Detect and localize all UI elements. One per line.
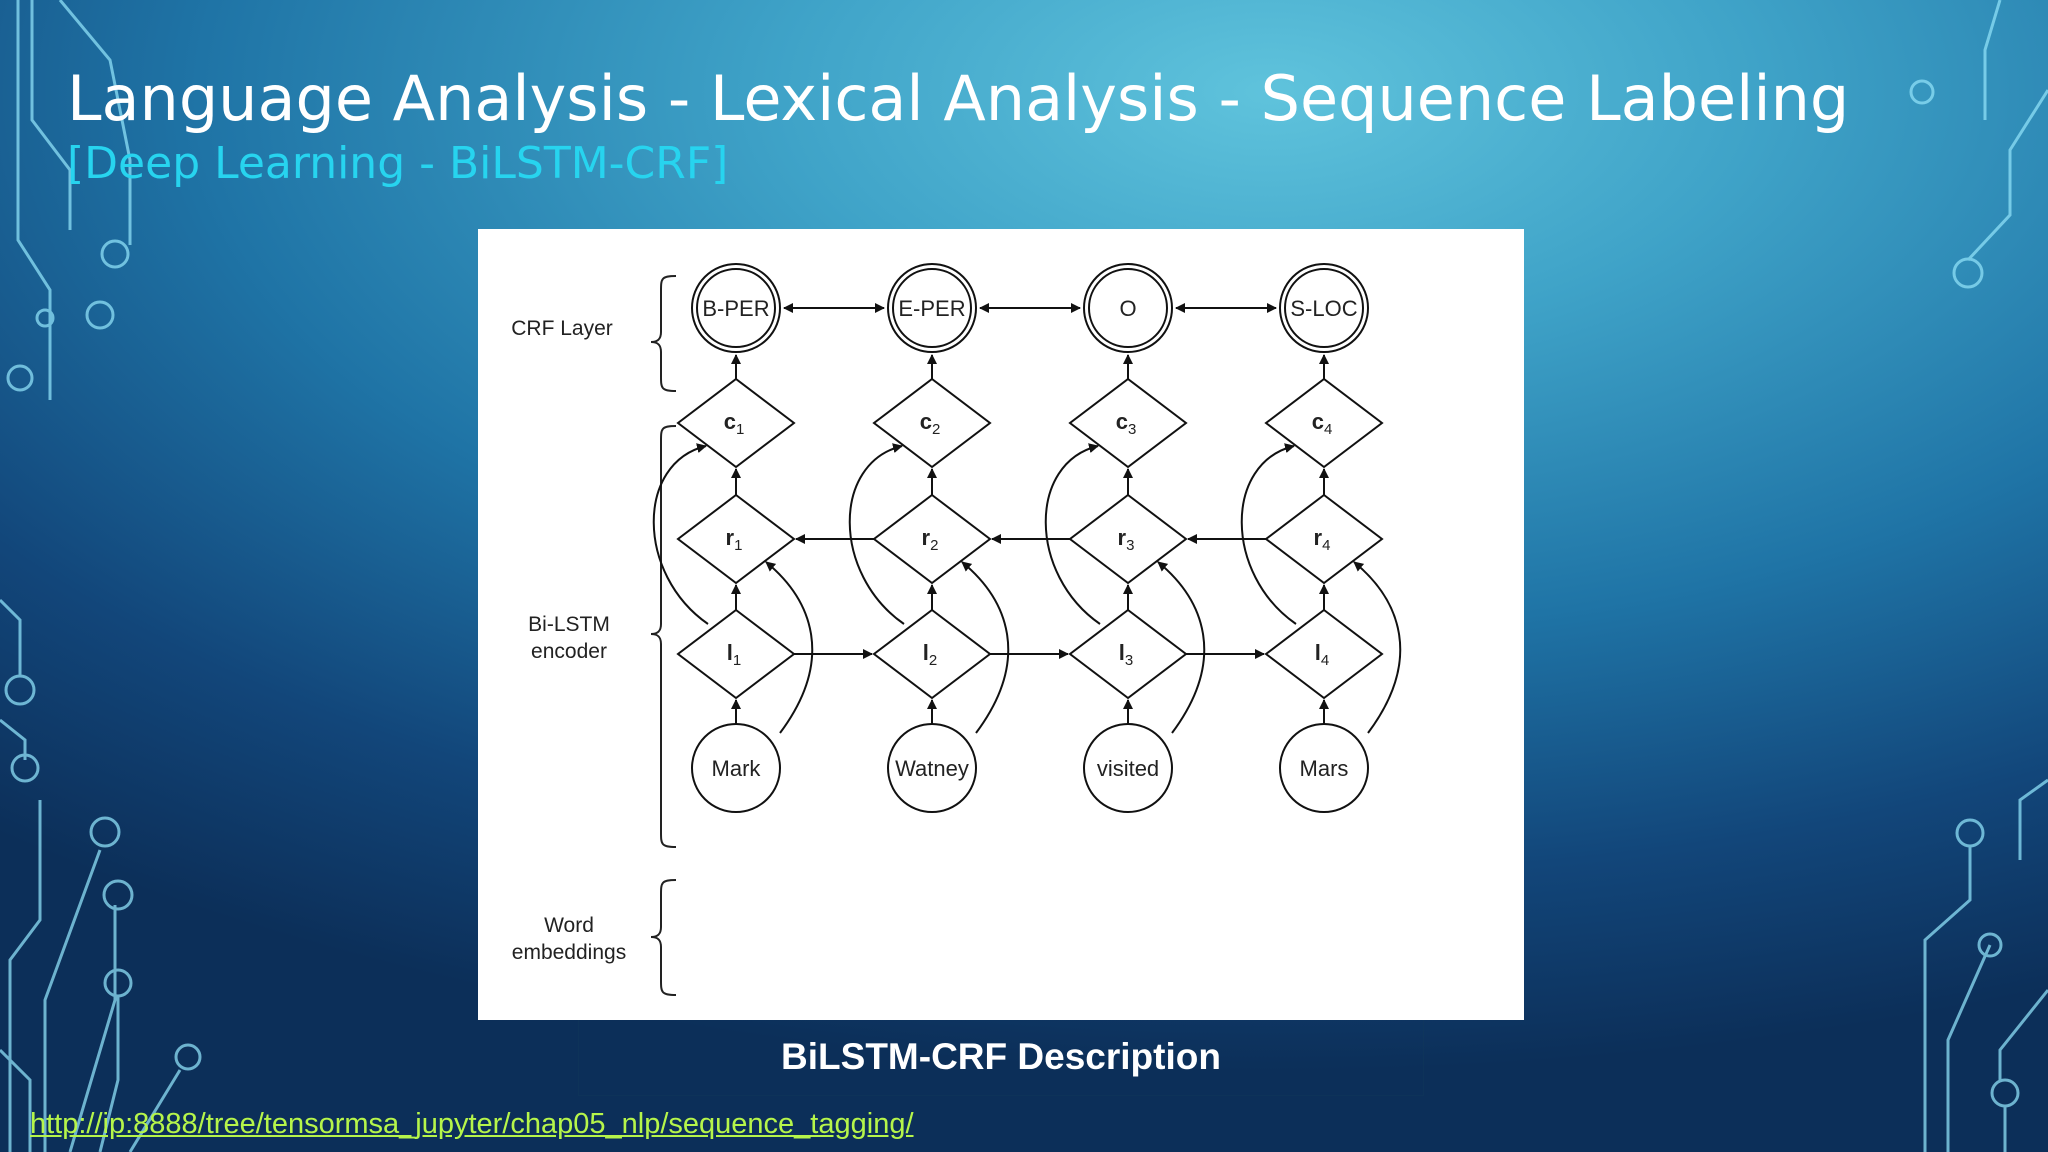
- embedding-bracket: [650, 879, 677, 996]
- word-node: Mars: [1279, 723, 1369, 813]
- crf-bracket: [650, 275, 677, 392]
- l-node: l1: [676, 608, 796, 700]
- word-node: Mark: [691, 723, 781, 813]
- crf-tag-node: O: [1083, 263, 1173, 353]
- word-node: Watney: [887, 723, 977, 813]
- l-to-c-curve: [848, 443, 905, 625]
- c-node: c2: [872, 377, 992, 469]
- bilstm-bracket: [650, 425, 677, 848]
- caption-box: [578, 1020, 1424, 1096]
- c-node-label: c1: [724, 409, 745, 438]
- slide-subtitle: [Deep Learning - BiLSTM-CRF]: [67, 138, 729, 189]
- c-node-label: c4: [1312, 409, 1333, 438]
- l-node-label: l4: [1315, 640, 1329, 669]
- c-node: c1: [676, 377, 796, 469]
- bilstm-crf-figure: CRF Layer Bi-LSTM encoder Word embedding…: [478, 229, 1524, 1020]
- word-label: Mark: [712, 756, 762, 781]
- crf-tag-label: E-PER: [898, 296, 965, 321]
- crf-tag-label: O: [1119, 296, 1136, 321]
- r-node-label: r3: [1118, 525, 1135, 554]
- crf-tag-node: E-PER: [887, 263, 977, 353]
- word-label: Mars: [1300, 756, 1349, 781]
- word-to-r-curve: [1353, 561, 1402, 734]
- embedding-label-line2: embeddings: [512, 941, 626, 964]
- crf-tag-node: B-PER: [691, 263, 781, 353]
- word-label: visited: [1097, 756, 1159, 781]
- crf-layer-label: CRF Layer: [511, 317, 613, 340]
- r-node-label: r2: [922, 525, 939, 554]
- slide-title: Language Analysis - Lexical Analysis - S…: [67, 62, 1850, 135]
- l-node-label: l2: [923, 640, 937, 669]
- notebook-link[interactable]: http://ip:8888/tree/tensormsa_jupyter/ch…: [30, 1108, 914, 1140]
- crf-tag-label: B-PER: [702, 296, 769, 321]
- embedding-label-line1: Word: [544, 914, 594, 937]
- r-node: r3: [1068, 493, 1188, 585]
- word-to-r-curve: [961, 561, 1010, 734]
- c-node-label: c3: [1116, 409, 1137, 438]
- word-to-r-curve: [1157, 561, 1206, 734]
- word-to-r-curve: [765, 561, 814, 734]
- word-label: Watney: [895, 756, 969, 781]
- r-node: r4: [1264, 493, 1384, 585]
- l-to-c-curve: [652, 443, 709, 625]
- word-node: visited: [1083, 723, 1173, 813]
- bilstm-crf-diagram: CRF Layer Bi-LSTM encoder Word embedding…: [511, 263, 1402, 996]
- bilstm-label-line1: Bi-LSTM: [528, 613, 610, 636]
- l-node: l2: [872, 608, 992, 700]
- l-node: l4: [1264, 608, 1384, 700]
- l-to-c-curve: [1044, 443, 1101, 625]
- figure-caption: BiLSTM-CRF Description: [781, 1036, 1221, 1077]
- l-node: l3: [1068, 608, 1188, 700]
- l-to-c-curve: [1240, 443, 1297, 625]
- crf-tag-node: S-LOC: [1279, 263, 1369, 353]
- bilstm-label-line2: encoder: [531, 640, 607, 663]
- crf-tag-label: S-LOC: [1290, 296, 1357, 321]
- r-node-label: r4: [1314, 525, 1331, 554]
- l-node-label: l3: [1119, 640, 1133, 669]
- c-node-label: c2: [920, 409, 941, 438]
- c-node: c4: [1264, 377, 1384, 469]
- r-node: r1: [676, 493, 796, 585]
- l-node-label: l1: [727, 640, 741, 669]
- c-node: c3: [1068, 377, 1188, 469]
- r-node-label: r1: [726, 525, 743, 554]
- r-node: r2: [872, 493, 992, 585]
